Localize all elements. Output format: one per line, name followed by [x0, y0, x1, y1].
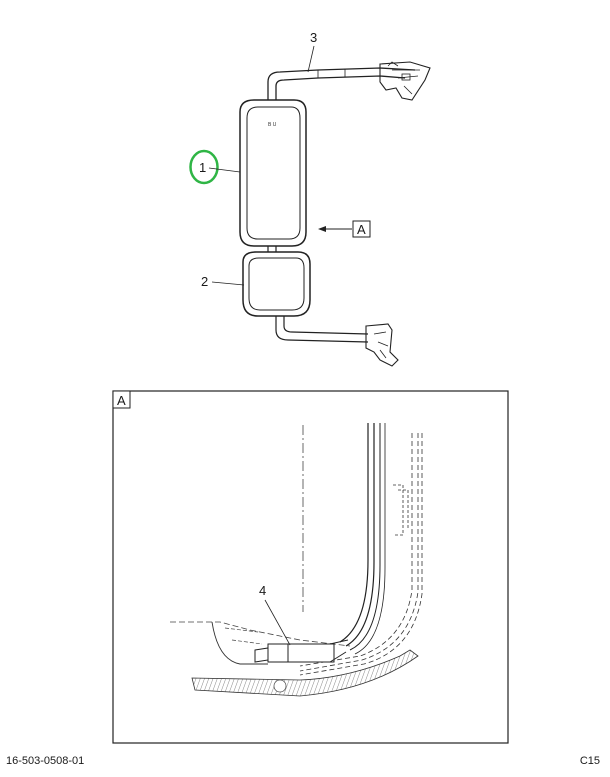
- view-a-box: [352, 220, 371, 238]
- detail-view-a: A: [112, 390, 509, 744]
- callout-2[interactable]: 2: [201, 274, 245, 289]
- callout-1-leader: [208, 167, 241, 173]
- callout-4-label: 4: [259, 583, 266, 598]
- mirror-marking: B U: [268, 122, 277, 128]
- page-code: C15: [579, 755, 600, 767]
- mirror-connector: [267, 246, 277, 252]
- callout-2-label: 2: [201, 274, 208, 289]
- view-a-indicator[interactable]: A: [318, 220, 371, 238]
- view-a-label: A: [357, 222, 366, 237]
- body-hatch: [191, 649, 419, 697]
- callout-4-leader: [264, 599, 291, 646]
- arrowhead-icon: [318, 226, 326, 232]
- callout-2-leader: [211, 281, 245, 286]
- fender-curve: [211, 621, 268, 665]
- frame-rails: [339, 423, 386, 655]
- callout-1-label: 1: [199, 160, 206, 175]
- main-mirror: B U: [239, 99, 307, 247]
- callout-3-label: 3: [310, 30, 317, 45]
- door-edge: [299, 433, 423, 676]
- body-outline: [170, 621, 351, 647]
- callout-1-highlight: [189, 149, 219, 185]
- mirror-arm-upper: [267, 61, 431, 103]
- callout-3-leader: [307, 45, 315, 73]
- clip-part: [254, 639, 349, 693]
- convex-mirror: [242, 251, 311, 317]
- detail-frame: [112, 390, 509, 744]
- document-number: 16-503-0508-01: [6, 755, 85, 767]
- detail-label: A: [117, 393, 126, 408]
- detail-label-box: [112, 390, 131, 409]
- fender-lines: [224, 627, 263, 645]
- callout-3[interactable]: 3: [307, 30, 317, 73]
- callout-1[interactable]: 1: [189, 149, 241, 185]
- mirror-arm-lower: [275, 316, 399, 367]
- door-brackets: [393, 484, 409, 536]
- callout-4[interactable]: 4: [259, 583, 291, 646]
